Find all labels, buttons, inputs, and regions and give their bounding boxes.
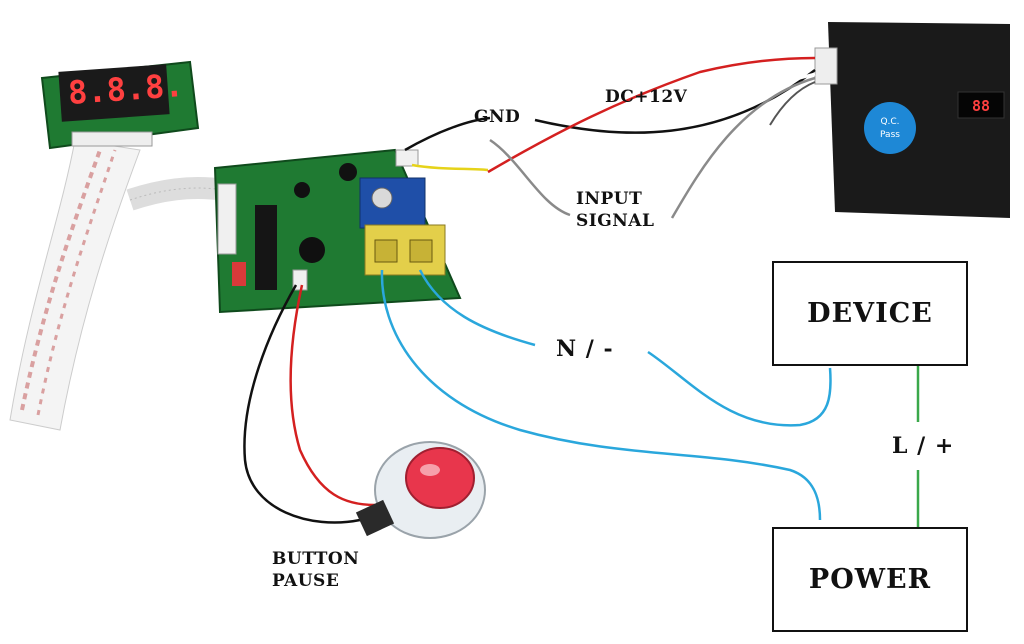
button-pause-line-2: PAUSE <box>272 571 340 591</box>
controller-board <box>213 148 462 314</box>
input-signal-label: INPUT SIGNAL <box>576 188 654 232</box>
button-wire-red <box>289 284 376 507</box>
device-box: DEVICE <box>772 261 968 366</box>
input-signal-line-1: INPUT <box>576 189 643 209</box>
module-display-digits: 8.8.8. <box>66 66 185 112</box>
wire-n-left <box>418 269 536 347</box>
wire-n-right <box>647 350 832 427</box>
signal-wire-right <box>670 76 816 219</box>
coin-acceptor: Q.C. Pass 88 <box>814 22 1010 218</box>
display-module <box>40 60 200 150</box>
input-signal-line-2: SIGNAL <box>576 211 655 231</box>
dc12v-label: DC+12V <box>605 87 688 107</box>
button-pause-label: BUTTON PAUSE <box>272 548 359 592</box>
qc-line-1: Q.C. <box>880 117 899 127</box>
acceptor-display: 88 <box>972 97 990 115</box>
signal-wire-left <box>489 138 571 217</box>
qc-pass-sticker <box>864 102 916 154</box>
neutral-label: N / - <box>556 336 614 362</box>
relay <box>359 177 426 229</box>
buzzer <box>299 237 325 263</box>
signal-wires <box>404 56 816 219</box>
dip-switch <box>232 262 246 286</box>
device-box-label: DEVICE <box>807 298 933 329</box>
live-label: L / + <box>892 433 955 459</box>
power-box-label: POWER <box>808 564 932 595</box>
button-wires <box>243 284 376 524</box>
neutral-wires <box>380 269 832 521</box>
ic-chip <box>255 205 277 290</box>
yellow-wire <box>411 163 489 172</box>
ribbon-cable <box>9 139 227 431</box>
wire-to-power <box>380 269 822 521</box>
dc12v-wire <box>487 56 816 174</box>
ribbon-connector <box>217 183 237 255</box>
pause-button-part <box>355 441 486 539</box>
button-wire-black <box>243 284 361 524</box>
gnd-wire-left <box>404 116 491 152</box>
power-box: POWER <box>772 527 968 632</box>
gnd-label: GND <box>474 107 521 127</box>
qc-line-2: Pass <box>880 130 900 140</box>
button-pause-line-1: BUTTON <box>272 549 360 569</box>
